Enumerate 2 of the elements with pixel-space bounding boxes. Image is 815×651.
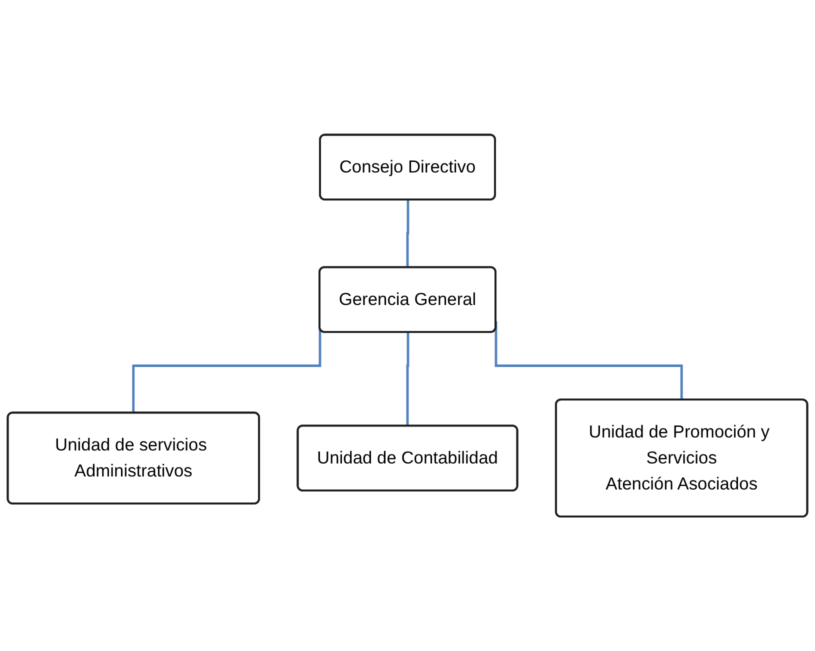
connector [406, 332, 410, 428]
connector [406, 200, 410, 269]
